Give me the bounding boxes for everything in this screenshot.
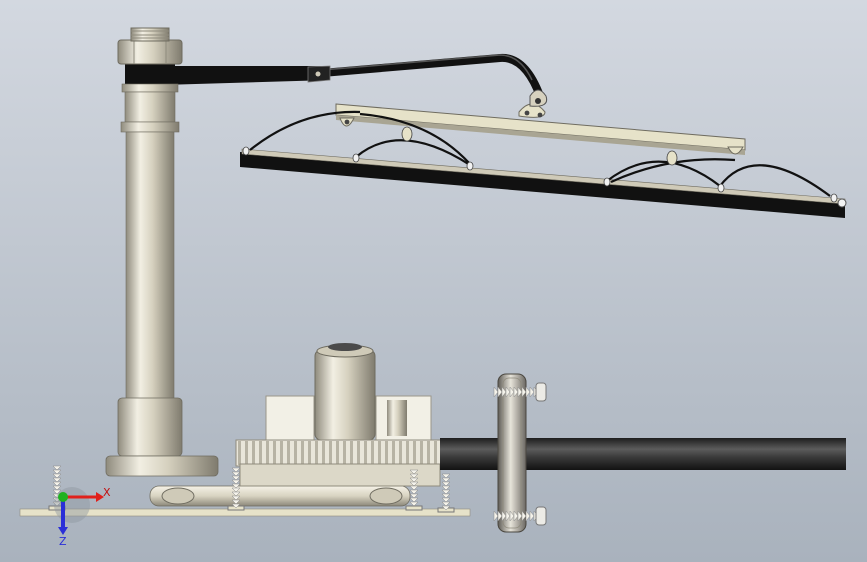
- gear-tooth: [329, 441, 332, 465]
- gear-tooth: [322, 441, 325, 465]
- gear[interactable]: [235, 439, 453, 487]
- gear-tooth: [343, 441, 346, 465]
- spray-bar-assembly[interactable]: [240, 103, 847, 218]
- post-top-collar: [121, 83, 179, 93]
- gear-tooth: [273, 441, 276, 465]
- gear-tooth: [294, 441, 297, 465]
- gear-tooth: [287, 441, 290, 465]
- tube-clips: [401, 126, 678, 166]
- gear-tooth: [259, 441, 262, 465]
- base-link-pivot: [369, 487, 403, 505]
- lug-hole: [344, 119, 350, 125]
- gear-tooth: [280, 441, 283, 465]
- screw: [405, 469, 423, 511]
- gear-tooth: [364, 441, 367, 465]
- bent-rod[interactable]: [318, 53, 544, 100]
- bar-end-cap: [837, 198, 847, 208]
- gear-tooth: [252, 441, 255, 465]
- post-base[interactable]: [117, 397, 183, 457]
- y-axis-dot: [58, 492, 68, 502]
- gear-tooth: [378, 441, 381, 465]
- motor-shaft-top: [328, 343, 362, 351]
- post-foot: [105, 455, 219, 477]
- manifold-lug-right: [727, 146, 744, 155]
- base-plate-assembly[interactable]: [19, 485, 471, 517]
- x-axis-arrow: [96, 492, 104, 502]
- coordinate-triad[interactable]: X Z: [54, 486, 111, 548]
- gear-tooth: [385, 441, 388, 465]
- gear-tooth: [392, 441, 395, 465]
- gear-tooth: [434, 441, 437, 465]
- gear-tooth: [350, 441, 353, 465]
- screw: [48, 465, 66, 511]
- motor-housing[interactable]: [265, 343, 432, 445]
- gear-tooth: [308, 441, 311, 465]
- arm-assembly[interactable]: [125, 53, 548, 107]
- bent-rod-highlight: [321, 54, 533, 81]
- lug-hole: [537, 112, 543, 118]
- vertical-post[interactable]: [105, 83, 219, 477]
- z-axis-label: Z: [59, 535, 67, 548]
- spray-bar-top: [241, 148, 846, 205]
- base-plate: [19, 508, 471, 517]
- gear-tooth: [301, 441, 304, 465]
- x-axis-label: X: [103, 486, 111, 499]
- motor-cylinder[interactable]: [314, 349, 376, 441]
- manifold-side: [336, 115, 745, 155]
- post-upper: [124, 91, 176, 123]
- flange-disc[interactable]: [497, 373, 527, 533]
- housing-window: [387, 400, 407, 436]
- screw: [227, 467, 245, 511]
- hex-nut[interactable]: [117, 27, 183, 65]
- gear-tooth: [238, 441, 241, 465]
- arm-pin: [315, 71, 321, 77]
- housing-left-block: [265, 395, 315, 445]
- gear-tooth: [336, 441, 339, 465]
- tube-nozzles: [242, 146, 838, 203]
- spray-bar[interactable]: [240, 152, 845, 218]
- post-shaft: [125, 131, 175, 401]
- arm-collar: [125, 62, 175, 88]
- gear-tooth: [266, 441, 269, 465]
- screw: [493, 382, 547, 402]
- hanger-clip[interactable]: [529, 89, 548, 107]
- gear-tooth: [406, 441, 409, 465]
- gear-tooth: [371, 441, 374, 465]
- gear-tooth: [399, 441, 402, 465]
- gear-tooth: [357, 441, 360, 465]
- gear-tooth: [245, 441, 248, 465]
- gear-tooth: [315, 441, 318, 465]
- gear-tooth: [413, 441, 416, 465]
- screws: [48, 382, 547, 526]
- upper-arm[interactable]: [128, 66, 330, 86]
- lug-hole: [524, 110, 530, 116]
- base-link-pivot: [161, 487, 195, 505]
- post-groove: [120, 121, 180, 133]
- screw: [437, 473, 455, 513]
- triad-origin-shade: [54, 487, 90, 523]
- gear-tooth: [427, 441, 430, 465]
- gear-tooth: [420, 441, 423, 465]
- screw: [493, 506, 547, 526]
- z-axis-arrow: [58, 527, 68, 535]
